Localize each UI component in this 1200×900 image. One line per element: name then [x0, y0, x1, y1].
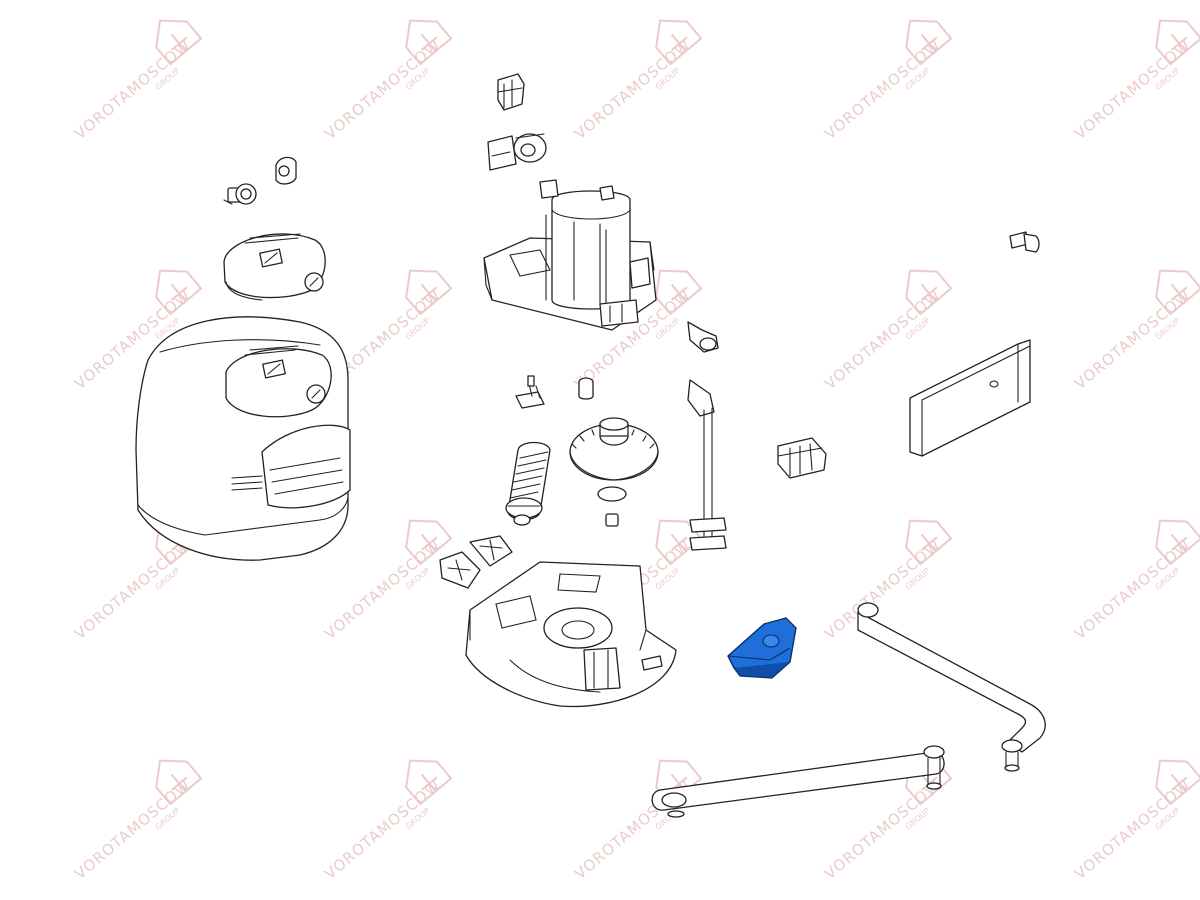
- limit-switch[interactable]: [515, 375, 545, 409]
- watermark-brand: VOROTAMOSCOW: [321, 776, 444, 883]
- watermark-logo-icon: [905, 519, 953, 566]
- bearing[interactable]: [578, 377, 594, 400]
- release-lever[interactable]: [687, 321, 719, 353]
- watermark-brand: VOROTAMOSCOW: [321, 36, 444, 143]
- cover[interactable]: [135, 316, 351, 561]
- watermark-logo-icon: [405, 269, 453, 316]
- connector[interactable]: [497, 73, 525, 111]
- watermark-logo-icon: [405, 759, 453, 806]
- watermark-logo-icon: [155, 19, 203, 66]
- watermark-logo-icon: [405, 519, 453, 566]
- lock-cap[interactable]: [275, 156, 297, 185]
- terminal-block[interactable]: [777, 437, 827, 479]
- watermark-logo-icon: [655, 19, 703, 66]
- release-lock[interactable]: [223, 183, 257, 205]
- watermark-logo-icon: [155, 269, 203, 316]
- mechanical-stop[interactable]: [727, 617, 797, 679]
- watermark-logo-icon: [1155, 759, 1200, 806]
- watermark-logo-icon: [655, 269, 703, 316]
- watermark-brand: VOROTAMOSCOW: [821, 776, 944, 883]
- watermark-logo-icon: [155, 759, 203, 806]
- worm-shaft[interactable]: [505, 441, 551, 526]
- key[interactable]: [1009, 231, 1040, 253]
- encoder[interactable]: [487, 133, 547, 171]
- watermark-logo-icon: [905, 19, 953, 66]
- straight-arm[interactable]: [651, 745, 945, 818]
- watermark-brand: VOROTAMOSCOW: [1071, 286, 1194, 393]
- watermark-brand: VOROTAMOSCOW: [821, 286, 944, 393]
- base-plate[interactable]: [465, 561, 677, 708]
- watermark-logo-icon: [905, 269, 953, 316]
- cover-cap[interactable]: [223, 233, 326, 301]
- watermark-logo-icon: [1155, 19, 1200, 66]
- watermark-logo-icon: [405, 19, 453, 66]
- watermark-brand: VOROTAMOSCOW: [71, 36, 194, 143]
- control-board-bracket[interactable]: [909, 339, 1031, 457]
- gear-wheel[interactable]: [569, 417, 659, 527]
- watermark-logo-icon: [1155, 519, 1200, 566]
- watermark-brand: VOROTAMOSCOW: [1071, 776, 1194, 883]
- watermark-brand: VOROTAMOSCOW: [71, 536, 194, 643]
- release-rod[interactable]: [687, 379, 727, 551]
- gaskets[interactable]: [439, 535, 513, 589]
- watermark-brand: VOROTAMOSCOW: [71, 776, 194, 883]
- watermark-brand: VOROTAMOSCOW: [1071, 536, 1194, 643]
- watermark-brand: VOROTAMOSCOW: [1071, 36, 1194, 143]
- watermark-brand: VOROTAMOSCOW: [821, 36, 944, 143]
- watermark-logo-icon: [1155, 269, 1200, 316]
- watermark-brand: VOROTAMOSCOW: [571, 36, 694, 143]
- watermark-brand: VOROTAMOSCOW: [321, 536, 444, 643]
- motor-assembly[interactable]: [483, 179, 657, 331]
- curved-arm[interactable]: [857, 602, 1046, 772]
